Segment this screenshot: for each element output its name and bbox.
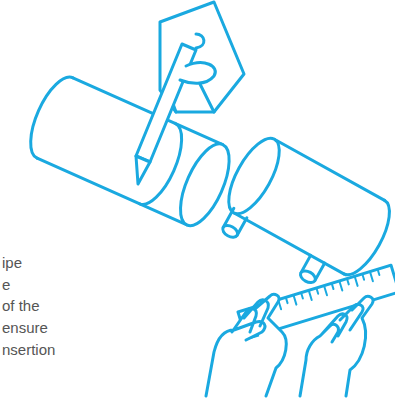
outlet-end bbox=[298, 269, 317, 286]
right-hand bbox=[300, 296, 373, 396]
note-text: of the bbox=[2, 297, 40, 315]
hand bbox=[206, 294, 286, 396]
outlet-end bbox=[221, 223, 240, 240]
note-text: ipe bbox=[2, 254, 22, 272]
hand bbox=[300, 296, 373, 396]
pen bbox=[136, 44, 196, 162]
note-text: ensure bbox=[2, 319, 48, 337]
left-hand bbox=[206, 294, 286, 396]
note-text: nsertion bbox=[2, 341, 55, 359]
pen-tip bbox=[136, 156, 150, 184]
pipe-end bbox=[219, 131, 289, 221]
pipe-end bbox=[21, 70, 73, 158]
finger bbox=[180, 63, 215, 84]
hand-with-pen bbox=[136, 2, 244, 184]
pen-clip bbox=[196, 34, 204, 48]
note-text: e bbox=[2, 276, 10, 294]
marked-pipe bbox=[21, 70, 240, 232]
